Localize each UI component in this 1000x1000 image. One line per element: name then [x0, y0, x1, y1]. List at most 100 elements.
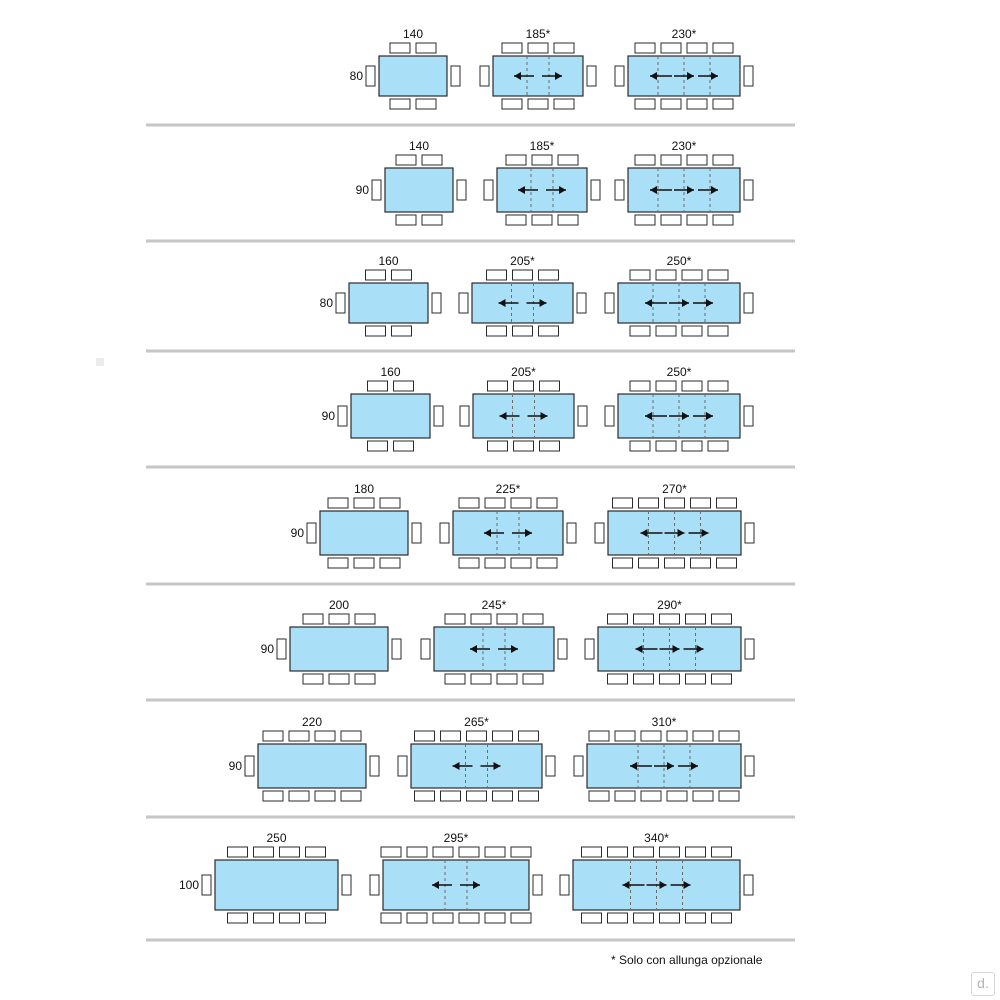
row-4-table-2-chair-bottom	[513, 440, 534, 452]
row-1-table-3-chair-left	[614, 65, 625, 87]
row-3-table-2-arrow-right-head	[539, 299, 547, 307]
row-8-table-3-arrow-left-head	[622, 881, 630, 889]
row-8-table-2-chair-top	[458, 846, 480, 858]
row-8-table-1-chair-left	[201, 874, 212, 896]
row-8-table-3-chair-bottom	[607, 912, 628, 924]
row-1-table-1-length-label: 140	[403, 27, 423, 41]
row-5-table-3-chair-top	[716, 497, 737, 509]
row-3-table-3-chair-top	[707, 269, 729, 281]
row-8-table-2-chair-top	[406, 846, 428, 858]
row-4-depth-label: 90	[322, 409, 336, 423]
row-5-table-3-chair-bottom	[612, 557, 633, 569]
row-6-table-1-chair-bottom	[328, 673, 350, 685]
row-6-table-1-chair-bottom	[302, 673, 324, 685]
row-6-table-3-chair-bottom	[711, 673, 732, 685]
row-2-table-2-chair-right	[590, 179, 601, 201]
row-5-table-2-chair-bottom	[536, 557, 558, 569]
row-1-depth-label: 80	[350, 69, 364, 83]
row-7-table-1-chair-top	[288, 730, 310, 742]
row-5-table-2-tabletop	[452, 510, 564, 556]
row-4-table-2-chair-left	[459, 405, 470, 427]
row-7-table-2-chair-bottom	[492, 790, 513, 802]
row-1-table-2-chair-left	[479, 65, 490, 87]
row-3-table-3-chair-bottom	[629, 325, 651, 337]
row-5-depth-label: 90	[291, 526, 305, 540]
row-7-table-2-chair-bottom	[466, 790, 487, 802]
row-3-table-3-arrow-right-head	[706, 299, 713, 307]
row-4-table-1-chair-top	[393, 380, 414, 392]
row-8-table-2-chair-top	[484, 846, 506, 858]
row-1-table-2-arrow-left-head	[514, 72, 521, 80]
row-1-table-1-chair-right	[450, 65, 461, 87]
row-6-table-3-chair-right	[744, 638, 755, 660]
row-5-table-2-arrow-right-head	[525, 529, 532, 537]
row-5-table-3-chair-bottom	[690, 557, 711, 569]
row-5-table-1-chair-top	[353, 497, 375, 509]
row-6-table-2-chair-bottom	[444, 673, 466, 685]
row-2-table-2-chair-top	[505, 154, 527, 166]
row-5-table-2-arrow-left-head	[484, 529, 491, 537]
row-4-table-3-chair-bottom	[707, 440, 729, 452]
row-5-table-3-chair-bottom	[664, 557, 685, 569]
row-5-table-2-chair-top	[484, 497, 506, 509]
row-4-table-1-length-label: 160	[380, 365, 400, 379]
row-1-table-2-chair-top	[527, 42, 549, 54]
row-4-table-3-length-label: 250*	[667, 365, 692, 379]
row-7-table-2-chair-bottom	[518, 790, 539, 802]
row-5-table-3-chair-right	[744, 522, 755, 544]
row-7-table-3-arrow-center-head	[667, 762, 674, 770]
row-3-table-1-chair-bottom	[391, 325, 412, 337]
row-3-table-2-chair-bottom	[486, 325, 507, 337]
row-3-table-2-chair-bottom	[538, 325, 559, 337]
row-7-table-3-arrow-right-head	[691, 762, 698, 770]
row-7-table-2-length-label: 265*	[464, 715, 489, 729]
row-6-table-1-chair-right	[391, 638, 402, 660]
row-1-table-3-arrow-right-head	[711, 72, 718, 80]
row-3-table-1-chair-right	[431, 292, 442, 314]
row-5-table-3-arrow-center-head	[677, 529, 685, 537]
row-7-table-3-chair-top	[666, 730, 688, 742]
row-6-table-2-arrow-right-head	[511, 645, 518, 653]
row-4-table-3-arrow-left-head	[645, 412, 652, 420]
row-8-table-3-chair-bottom	[711, 912, 732, 924]
row-6-table-3-chair-bottom	[659, 673, 680, 685]
row-5-table-1-chair-top	[379, 497, 401, 509]
row-6-table-2-chair-bottom	[496, 673, 518, 685]
row-2-table-1-chair-top	[395, 154, 417, 166]
row-7-table-2-chair-bottom	[440, 790, 461, 802]
row-6-table-3-arrow-center-head	[672, 645, 680, 653]
row-3-table-1-chair-top	[365, 269, 386, 281]
row-8-table-2-chair-left	[369, 874, 380, 896]
row-7-table-1-length-label: 220	[302, 715, 322, 729]
row-2-table-3-chair-left	[614, 179, 625, 201]
row-3-table-3-chair-bottom	[707, 325, 729, 337]
row-6-depth-label: 90	[261, 642, 275, 656]
row-1-table-2-length-label: 185*	[526, 27, 551, 41]
row-8-table-1-chair-top	[305, 846, 326, 858]
row-4-table-1-tabletop	[350, 393, 431, 439]
row-6-table-1-length-label: 200	[329, 598, 349, 612]
row-2-table-1-chair-bottom	[395, 214, 417, 226]
row-4-table-2-chair-bottom	[487, 440, 508, 452]
row-3-table-2-chair-top	[538, 269, 559, 281]
row-2-table-3-chair-bottom	[660, 214, 682, 226]
row-5-table-1-chair-bottom	[327, 557, 349, 569]
row-4-table-1-chair-left	[337, 405, 348, 427]
row-2-table-2-chair-top	[531, 154, 553, 166]
row-7-table-3-chair-top	[640, 730, 662, 742]
row-7-table-2-chair-top	[492, 730, 513, 742]
row-8-table-3-chair-bottom	[581, 912, 602, 924]
row-7-table-3-chair-top	[588, 730, 610, 742]
row-2-table-3-chair-top	[660, 154, 682, 166]
row-5-table-1-chair-top	[327, 497, 349, 509]
row-5-table-1-chair-left	[306, 522, 317, 544]
row-7-table-1-chair-bottom	[288, 790, 310, 802]
row-7-table-2-chair-bottom	[414, 790, 435, 802]
row-6-table-2-chair-bottom	[470, 673, 492, 685]
row-7-table-2-chair-right	[545, 755, 556, 777]
row-8-depth-label: 100	[179, 878, 199, 892]
row-2-table-2-chair-bottom	[531, 214, 553, 226]
row-3-table-2-chair-top	[486, 269, 507, 281]
row-3-table-2-length-label: 205*	[510, 254, 535, 268]
